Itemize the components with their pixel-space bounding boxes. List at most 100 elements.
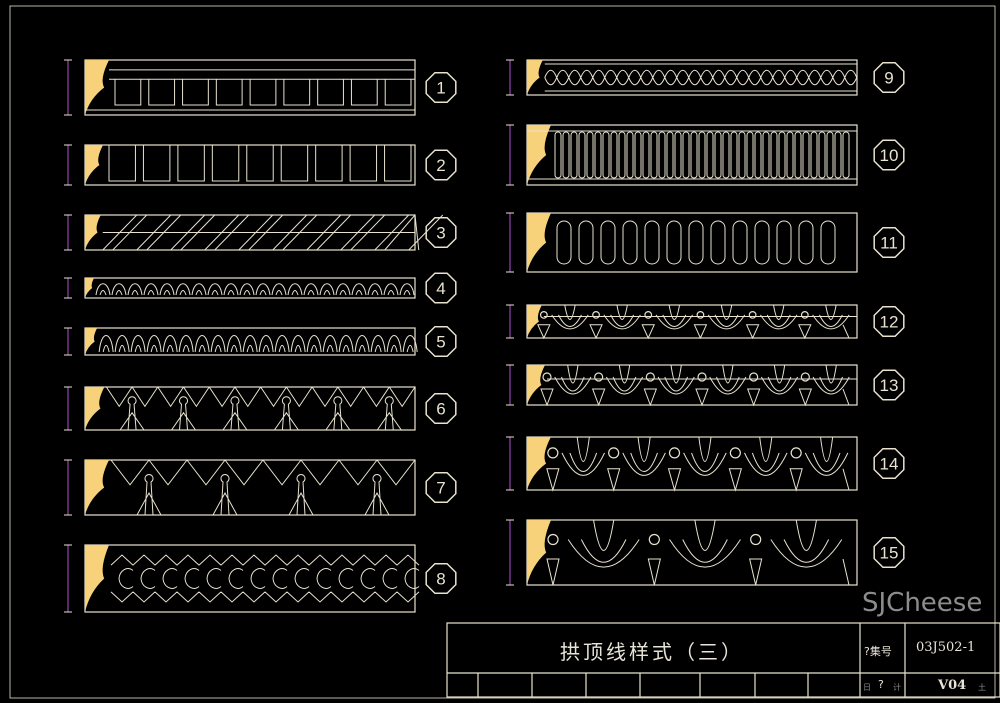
number-badge (425, 562, 457, 595)
page-number: V04 (938, 678, 967, 693)
drawing-border (9, 5, 996, 699)
section-profile (85, 545, 109, 612)
number-badge (425, 216, 457, 249)
profile-4: 4 (64, 272, 457, 304)
profile-number: 1 (436, 79, 445, 98)
ornament-pattern (540, 364, 857, 407)
profile-9: 9 (506, 59, 905, 96)
profile-number: 4 (436, 279, 445, 298)
rosette (668, 447, 681, 459)
ornament-pattern (110, 554, 420, 603)
section-profile (527, 520, 551, 585)
mark-3: 土 (978, 683, 986, 692)
profile-14: 14 (506, 436, 905, 492)
profile-11: 11 (506, 212, 905, 273)
profile-1: 1 (64, 59, 457, 116)
profile-number: 6 (436, 400, 445, 419)
rosette (594, 372, 604, 382)
ornament-pattern (105, 386, 416, 431)
profile-outline (84, 327, 416, 356)
rosette (748, 311, 757, 319)
mark-1: ? (878, 678, 884, 691)
rosette (750, 533, 762, 546)
profile-number: 2 (436, 156, 445, 175)
number-badge (873, 139, 905, 171)
ornament-pattern (546, 519, 850, 586)
mark-2: 计 (893, 683, 901, 692)
profile-number: 15 (880, 544, 899, 563)
ornament-pattern (544, 63, 858, 92)
number-badge (873, 61, 905, 94)
rosette (729, 447, 741, 459)
profile-number: 12 (880, 313, 899, 332)
ornament-pattern (95, 283, 415, 296)
rosette (592, 311, 600, 319)
atlas-number: 03J502-1 (916, 640, 976, 655)
rosette (645, 372, 655, 382)
profile-number: 11 (880, 234, 898, 253)
ornament-pattern (546, 436, 850, 492)
number-badge (873, 536, 905, 569)
watermark: SJCheese (862, 588, 983, 618)
profile-outline (526, 436, 858, 491)
profile-7: 7 (64, 459, 457, 516)
rosette (800, 311, 809, 319)
section-profile (527, 213, 551, 272)
profile-number: 9 (884, 69, 893, 88)
number-badge (425, 71, 457, 104)
number-badge (425, 272, 457, 304)
rosette (547, 533, 559, 546)
rosette (697, 372, 707, 382)
mark-0: 日 (863, 683, 871, 692)
section-profile (85, 60, 109, 115)
section-profile (85, 460, 109, 515)
rosette (648, 533, 660, 546)
section-profile (85, 328, 98, 355)
title-block (446, 622, 1000, 698)
rosette (790, 447, 802, 459)
rosette (749, 372, 759, 382)
number-badge (425, 149, 457, 181)
rosette (547, 447, 559, 459)
number-badge (873, 369, 905, 401)
profile-outline (84, 144, 416, 186)
section-profile (527, 305, 542, 338)
title-text: 拱顶线样式（三） (560, 640, 744, 664)
profile-10: 10 (506, 124, 905, 186)
profile-number: 7 (436, 479, 445, 498)
profile-outline (84, 459, 416, 516)
profile-outline (526, 59, 858, 96)
rosette (608, 447, 620, 459)
ornament-pattern (85, 69, 415, 111)
profile-5: 5 (64, 325, 457, 358)
number-badge (873, 447, 905, 480)
section-profile (85, 145, 103, 185)
ornament-pattern (110, 459, 416, 516)
number-badge (873, 305, 905, 338)
profile-6: 6 (64, 386, 457, 431)
profile-number: 14 (880, 455, 899, 474)
profile-3: 3 (64, 214, 457, 251)
ornament-pattern (98, 335, 418, 353)
ornament-pattern (527, 130, 857, 180)
profile-outline (526, 519, 858, 586)
number-badge (425, 392, 457, 425)
profile-number: 8 (436, 570, 445, 589)
section-profile (527, 125, 551, 185)
profile-13: 13 (506, 364, 905, 407)
profile-number: 5 (436, 333, 445, 352)
section-profile (85, 387, 105, 430)
section-profile (527, 437, 551, 490)
profile-number: 13 (880, 376, 899, 395)
rosette (539, 311, 548, 319)
number-badge (873, 226, 905, 259)
ornament-pattern (556, 220, 836, 265)
section-profile (85, 278, 94, 298)
ornament-pattern (537, 304, 857, 340)
rosette (696, 311, 705, 319)
profile-15: 15 (506, 519, 905, 586)
rosette (800, 372, 810, 382)
ornament-pattern (102, 214, 444, 251)
profile-8: 8 (64, 544, 457, 613)
